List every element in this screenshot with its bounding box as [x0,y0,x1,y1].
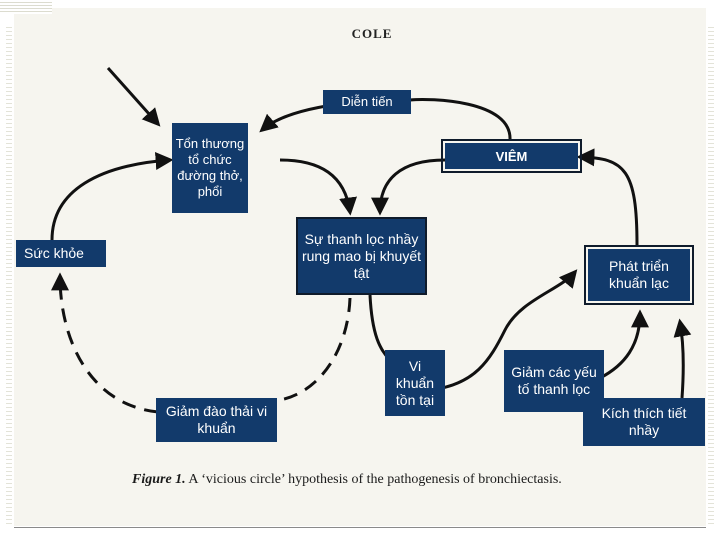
bottom-rule [14,527,706,528]
left-stripe [6,24,12,524]
node-kich-thich: Kích thích tiết nhầy [583,398,705,446]
arrow-suc-khoe-to-ton-thuong [50,152,174,241]
arrow-giam-yeu-to-to-phat-trien [599,309,649,380]
right-stripe [708,24,714,524]
arrow-entry [106,67,161,127]
corner-decoration [0,0,52,14]
node-suc-khoe: Sức khỏe [16,240,106,267]
arrow-viem-to-thanh-loc [371,158,446,216]
arrow-kich-thich-to-phat-trien [673,318,692,399]
arrow-dashed-thanh-loc-to-dao-thai [279,297,352,402]
node-su-thanh-loc: Sự thanh lọc nhầy rung mao bị khuyết tật [296,217,427,295]
node-phat-trien: Phát triển khuẩn lạc [584,245,694,305]
node-ton-thuong: Tổn thương tổ chức đường thở, phổi [172,123,248,213]
caption-text: A ‘vicious circle’ hypothesis of the pat… [188,472,562,487]
node-viem: VIÊM [441,139,582,173]
page-header: COLE [351,26,393,41]
arrow-phat-trien-to-viem [576,148,639,246]
figure-caption: Figure 1. A ‘vicious circle’ hypothesis … [132,472,642,488]
caption-label: Figure 1. [132,472,186,487]
arrow-dashed-dao-thai-to-suc-khoe [51,272,159,414]
node-dien-tien: Diễn tiến [323,90,411,114]
arrow-vi-khuan-to-phat-trien [429,269,578,392]
node-vi-khuan-ton-tai: Vi khuẩn tồn tại [385,350,445,416]
node-giam-dao-thai: Giảm đào thải vi khuẩn [156,398,277,442]
arrow-ton-thuong-to-thanh-loc [279,158,357,216]
